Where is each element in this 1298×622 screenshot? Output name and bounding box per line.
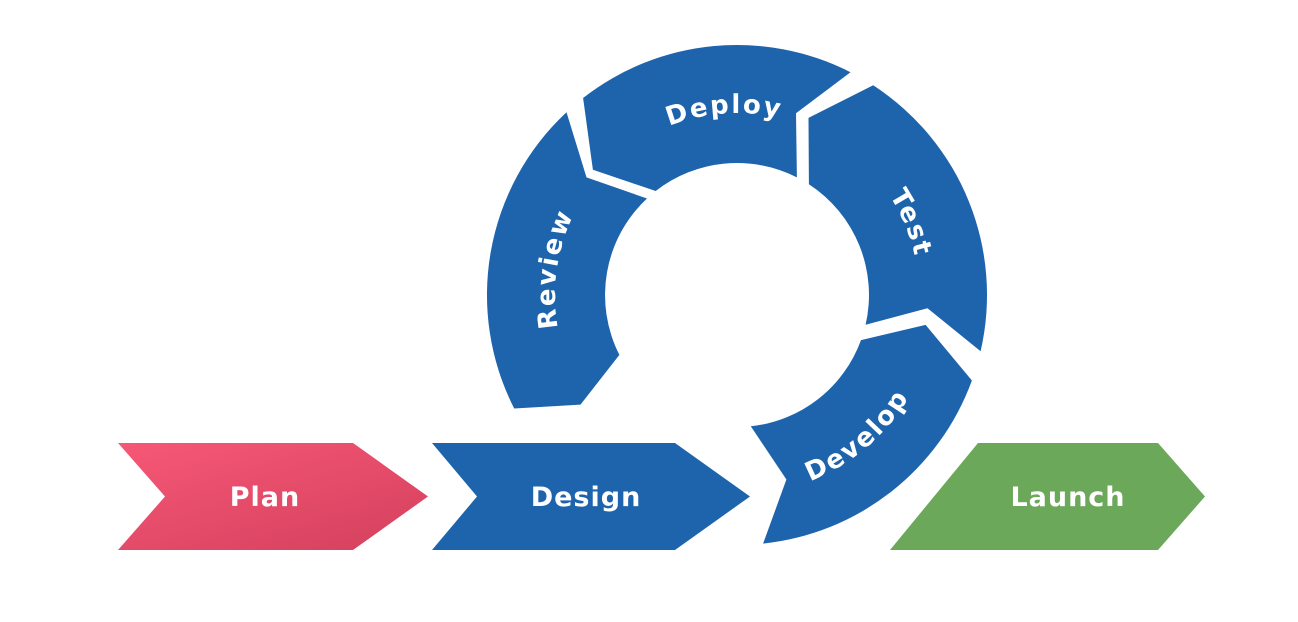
arrow-plan-label: Plan — [230, 482, 301, 513]
cycle-segment-develop — [750, 324, 972, 544]
arrow-plan-shape — [118, 443, 428, 550]
arrow-launch-label: Launch — [1010, 482, 1125, 513]
cycle-segment-test — [808, 85, 988, 352]
arrow-design-label: Design — [531, 482, 642, 513]
cycle-segment-deploy — [583, 44, 851, 191]
cycle-segment-review — [486, 112, 647, 409]
arrow-launch-shape — [890, 443, 1205, 550]
arrow-design-shape — [432, 443, 750, 550]
